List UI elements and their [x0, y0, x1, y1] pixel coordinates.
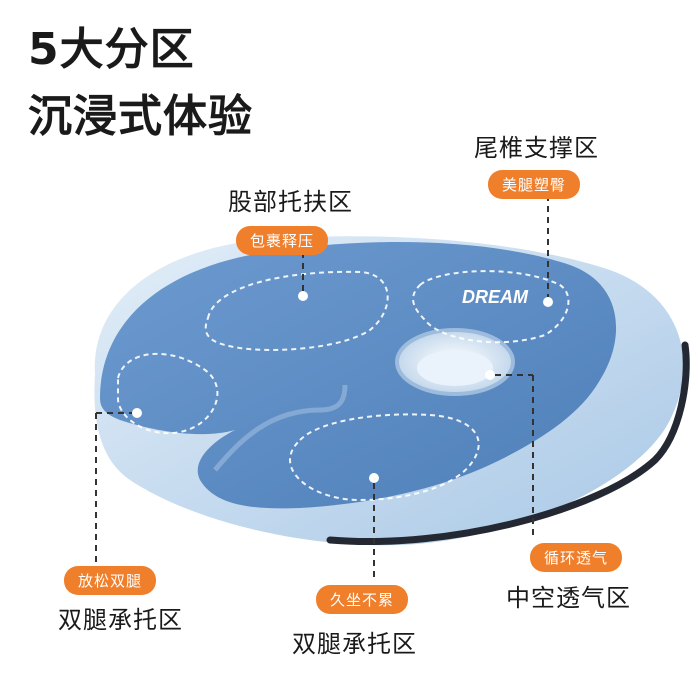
headline-line-2: 沉浸式体验 [28, 91, 253, 142]
marker-dot-vent [485, 370, 495, 380]
zone-stitch-leg-right [288, 413, 480, 502]
headline-line-1: 5大分区 [28, 24, 195, 75]
cushion-seam [326, 341, 690, 546]
zone-title-ventilation: 中空透气区 [506, 584, 631, 612]
zone-title-leg-left: 双腿承托区 [58, 606, 183, 634]
zone-tag-thigh-support: 包裹释压 [236, 226, 329, 255]
zone-stitch-tailbone [412, 270, 570, 344]
marker-dot-leg-left [132, 408, 142, 418]
zone-tag-ventilation: 循环透气 [530, 543, 623, 572]
zone-stitch-thigh-left [204, 270, 389, 351]
zone-title-thigh-support: 股部托扶区 [228, 188, 353, 216]
zone-tag-leg-center: 久坐不累 [316, 585, 409, 614]
zone-title-tailbone-support: 尾椎支撑区 [474, 134, 599, 162]
zone-title-leg-center: 双腿承托区 [292, 630, 417, 658]
marker-dot-leg-right [369, 473, 379, 483]
cushion-center-ridge [213, 384, 348, 472]
marker-dot-thigh [298, 291, 308, 301]
marker-dot-tailbone [543, 297, 553, 307]
zone-tag-tailbone-support: 美腿塑臀 [488, 170, 581, 199]
cushion-top-cover [100, 242, 617, 509]
brand-logo: DREAM [462, 287, 529, 307]
zone-tag-leg-left: 放松双腿 [64, 566, 157, 595]
